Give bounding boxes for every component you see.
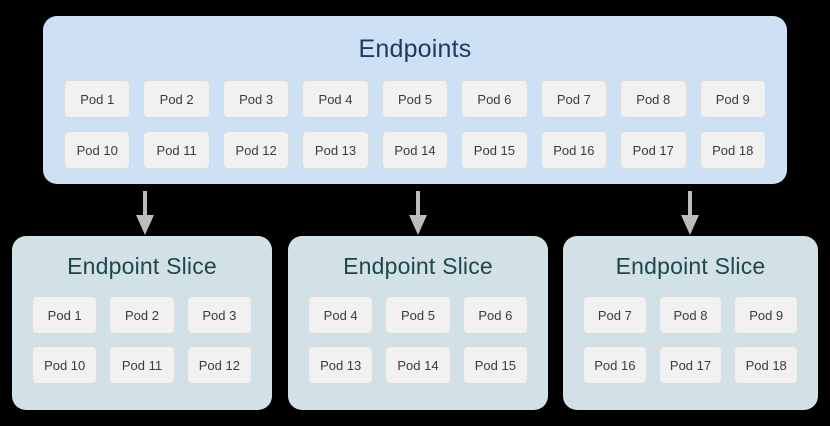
pod-box[interactable]: Pod 11	[143, 131, 210, 169]
pod-box[interactable]: Pod 1	[32, 296, 98, 334]
pod-box[interactable]: Pod 5	[385, 296, 451, 334]
endpoint-slice-panel-1: Endpoint Slice Pod 1 Pod 2 Pod 3 Pod 10 …	[12, 236, 272, 410]
arrow-down-icon-1	[134, 191, 156, 235]
slice-pod-row-2: Pod 13 Pod 14 Pod 15	[308, 346, 528, 384]
pod-box[interactable]: Pod 18	[734, 346, 799, 384]
pod-box[interactable]: Pod 3	[222, 80, 290, 118]
pod-box[interactable]: Pod 17	[620, 131, 687, 169]
pod-box[interactable]: Pod 16	[583, 346, 647, 384]
arrow-shaft	[143, 191, 147, 217]
pod-box[interactable]: Pod 9	[699, 80, 766, 118]
pod-box[interactable]: Pod 12	[222, 131, 290, 169]
slice-pod-row-1: Pod 1 Pod 2 Pod 3	[32, 296, 252, 334]
arrow-down-icon-3	[679, 191, 701, 235]
endpoint-slice-title: Endpoint Slice	[615, 253, 766, 279]
pod-box[interactable]: Pod 7	[583, 296, 647, 334]
pod-box[interactable]: Pod 8	[658, 296, 723, 334]
pod-box[interactable]: Pod 10	[32, 346, 98, 384]
pod-box[interactable]: Pod 9	[734, 296, 799, 334]
pod-box[interactable]: Pod 1	[64, 80, 131, 118]
endpoint-slice-title: Endpoint Slice	[67, 253, 217, 279]
arrow-shaft	[416, 191, 420, 217]
pod-box[interactable]: Pod 13	[302, 131, 369, 169]
endpoint-slice-pod-grid: Pod 7 Pod 8 Pod 9 Pod 16 Pod 17 Pod 18	[583, 296, 799, 384]
pod-box[interactable]: Pod 10	[64, 131, 131, 169]
pod-box[interactable]: Pod 4	[302, 80, 369, 118]
endpoints-title: Endpoints	[358, 35, 472, 63]
pod-box[interactable]: Pod 18	[699, 131, 766, 169]
pod-box[interactable]: Pod 16	[540, 131, 608, 169]
endpoints-panel: Endpoints Pod 1 Pod 2 Pod 3 Pod 4 Pod 5 …	[43, 16, 787, 184]
pod-box[interactable]: Pod 2	[143, 80, 210, 118]
endpoints-pod-row-1: Pod 1 Pod 2 Pod 3 Pod 4 Pod 5 Pod 6 Pod …	[64, 80, 766, 118]
slice-pod-row-2: Pod 10 Pod 11 Pod 12	[32, 346, 252, 384]
pod-box[interactable]: Pod 14	[381, 131, 449, 169]
slice-pod-row-2: Pod 16 Pod 17 Pod 18	[583, 346, 799, 384]
endpoint-slice-panel-2: Endpoint Slice Pod 4 Pod 5 Pod 6 Pod 13 …	[288, 236, 548, 410]
pod-box[interactable]: Pod 5	[381, 80, 449, 118]
endpoint-slice-pod-grid: Pod 1 Pod 2 Pod 3 Pod 10 Pod 11 Pod 12	[32, 296, 252, 384]
pod-box[interactable]: Pod 17	[658, 346, 723, 384]
arrow-head	[681, 215, 699, 235]
slice-pod-row-1: Pod 7 Pod 8 Pod 9	[583, 296, 799, 334]
pod-box[interactable]: Pod 12	[186, 346, 252, 384]
pod-box[interactable]: Pod 6	[461, 80, 528, 118]
pod-box[interactable]: Pod 15	[461, 131, 528, 169]
pod-box[interactable]: Pod 15	[462, 346, 528, 384]
pod-box[interactable]: Pod 13	[308, 346, 374, 384]
arrow-down-icon-2	[407, 191, 429, 235]
pod-box[interactable]: Pod 8	[620, 80, 687, 118]
arrow-head	[409, 215, 427, 235]
endpoint-slice-panel-3: Endpoint Slice Pod 7 Pod 8 Pod 9 Pod 16 …	[563, 236, 818, 410]
pod-box[interactable]: Pod 11	[109, 346, 175, 384]
pod-box[interactable]: Pod 7	[540, 80, 608, 118]
endpoints-pod-grid: Pod 1 Pod 2 Pod 3 Pod 4 Pod 5 Pod 6 Pod …	[64, 80, 766, 169]
arrow-shaft	[688, 191, 692, 217]
pod-box[interactable]: Pod 6	[462, 296, 528, 334]
pod-box[interactable]: Pod 14	[385, 346, 451, 384]
arrow-head	[136, 215, 154, 235]
endpoint-slice-title: Endpoint Slice	[343, 253, 493, 279]
endpoint-slice-pod-grid: Pod 4 Pod 5 Pod 6 Pod 13 Pod 14 Pod 15	[308, 296, 528, 384]
pod-box[interactable]: Pod 3	[186, 296, 252, 334]
pod-box[interactable]: Pod 2	[109, 296, 175, 334]
slice-pod-row-1: Pod 4 Pod 5 Pod 6	[308, 296, 528, 334]
endpoints-pod-row-2: Pod 10 Pod 11 Pod 12 Pod 13 Pod 14 Pod 1…	[64, 131, 766, 169]
pod-box[interactable]: Pod 4	[308, 296, 374, 334]
